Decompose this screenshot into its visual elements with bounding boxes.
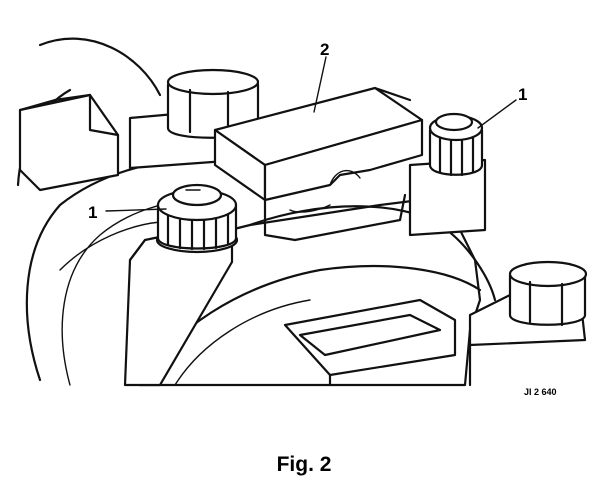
left-block (18, 93, 120, 192)
lower-pad (283, 298, 457, 387)
callout-label-1-right: 1 (518, 85, 527, 104)
callout-label-2: 2 (320, 40, 329, 59)
hex-bolt-rear (128, 68, 260, 170)
leader-line-1-left (105, 208, 167, 212)
leader-line-2 (313, 56, 327, 113)
sensor-block (213, 86, 424, 202)
cap-nut-right (408, 112, 487, 237)
leader-line-1-right (477, 99, 517, 129)
figure-caption: Fig. 2 (276, 453, 332, 476)
reference-code: JI 2 640 (524, 387, 557, 397)
cap-nut-left (155, 183, 239, 254)
callout-label-1-left: 1 (88, 203, 97, 222)
leader-lines (105, 56, 517, 212)
right-lower-bolt (468, 260, 588, 387)
